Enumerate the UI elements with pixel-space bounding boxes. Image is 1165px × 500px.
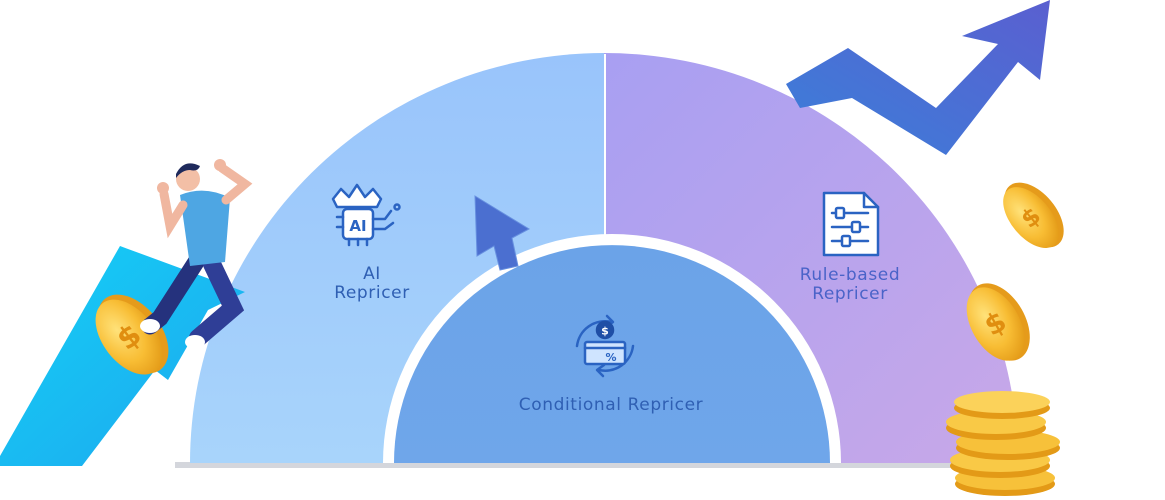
- coin-stack-icon: [946, 391, 1060, 496]
- rule-based-repricer-label-line1: Rule-based: [800, 265, 900, 285]
- rule-document-sliders-icon: [822, 191, 880, 257]
- coin-icon: $: [966, 283, 1030, 361]
- conditional-repricer-label: Conditional Repricer: [519, 395, 703, 415]
- jumping-man-illustration: [140, 159, 253, 349]
- ai-repricer-label-line1: AI: [363, 264, 381, 284]
- ai-repricer-label-line2: Repricer: [334, 283, 410, 303]
- ai-crown-chip-icon: AI: [331, 183, 401, 247]
- svg-text:AI: AI: [349, 217, 366, 235]
- price-cycle-icon: $ %: [575, 314, 635, 378]
- svg-text:%: %: [605, 351, 616, 364]
- growth-arrow-icon: [786, 0, 1050, 155]
- coin-icon: $: [1003, 182, 1064, 248]
- rule-based-repricer-label-line2: Repricer: [812, 284, 888, 304]
- coin-icon: $: [95, 294, 169, 375]
- svg-text:$: $: [601, 325, 609, 338]
- needle-arrow-icon: [474, 195, 531, 271]
- baseline: [175, 462, 1005, 468]
